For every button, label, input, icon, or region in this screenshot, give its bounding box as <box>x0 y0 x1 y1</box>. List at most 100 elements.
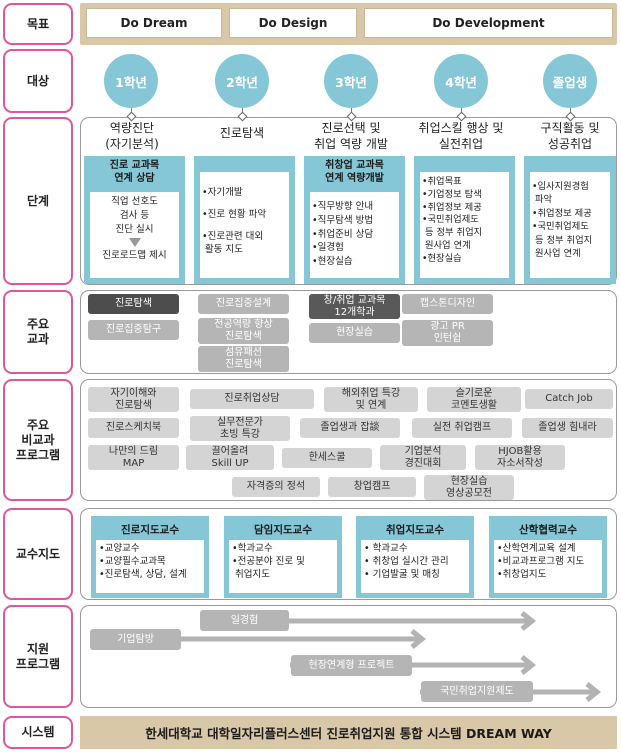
support-pill-national-employment: 국민취업지원제도 <box>421 681 533 702</box>
card-line: 직업 선호도 <box>111 196 158 207</box>
program-pill: 해외취업 특강 및 연계 <box>324 387 418 412</box>
program-pill: 졸업생 힘내라 <box>522 418 613 438</box>
target-circle-year1: 1학년 <box>104 54 158 108</box>
card-line: 진로로드맵 제시 <box>102 250 167 262</box>
stage-card-body: •취업목표 •기업정보 탐색 •취업정보 제공 •국민취업제도 등 정부 취업지… <box>420 172 509 278</box>
faculty-card-body: •학과교수 •전공분야 진로 및 취업지도 <box>229 540 337 593</box>
stage-card-body: •직무방향 안내 •직무탐색 방법 •취업준비 상담 •일경험 •현장실습 <box>310 192 399 278</box>
card-line: •현장실습 <box>422 252 462 264</box>
side-label-nonmajor-programs: 주요 비교과 프로그램 <box>3 379 73 501</box>
stage-card-2: •자기개발 •진로 현황 파악 •진로관련 대외 활동 지도 <box>194 156 295 284</box>
goal-do-development: Do Development <box>364 8 613 38</box>
program-pill: 끌어올려 Skill UP <box>186 445 274 470</box>
card-line: •입사지원경험 <box>532 181 589 192</box>
stage-title-5: 구직활동 및 성공취업 <box>540 121 600 151</box>
stage-card-4: •취업목표 •기업정보 탐색 •취업정보 제공 •국민취업제도 등 정부 취업지… <box>414 156 515 284</box>
target-circle-year2: 2학년 <box>215 54 269 108</box>
target-circle-year3: 3학년 <box>324 54 378 108</box>
faculty-line: • 취창업 실시간 관리 <box>364 555 449 567</box>
card-line: 파악 <box>532 194 553 206</box>
program-pill: 현장실습 영상공모전 <box>424 475 514 500</box>
course-pill: 창/취업 교과목 12개학과 <box>309 294 400 319</box>
side-label-goal: 목표 <box>3 3 73 45</box>
card-line: •진로관련 대외 <box>202 230 264 242</box>
card-line <box>202 222 287 230</box>
course-pill: 섬유패션 진로탐색 <box>198 346 289 372</box>
faculty-card-career: 진로지도교수 •교양교수 •교양필수교과목 •진로탐색, 상담, 설계 <box>91 516 209 598</box>
card-line: •진로 현황 파악 <box>202 208 267 220</box>
program-pill: 자기이해와 진로탐색 <box>88 387 179 412</box>
stage-card-3: 취창업 교과목 연계 역량개발 •직무방향 안내 •직무탐색 방법 •취업준비 … <box>304 156 405 284</box>
stage-card-5: •입사지원경험 파악 •취업정보 제공 •국민취업제도 등 정부 취업지 원사업… <box>524 156 616 284</box>
faculty-line: •비교과프로그램 지도 <box>497 555 585 567</box>
card-line <box>202 200 287 208</box>
stage-card-heading: 진로 교과목 연계 상담 <box>109 160 160 184</box>
program-pill: 슬기로운 코멘토생활 <box>427 387 521 412</box>
faculty-card-body: •교양교수 •교양필수교과목 •진로탐색, 상담, 설계 <box>96 540 204 593</box>
side-label-stage: 단계 <box>3 117 73 285</box>
side-label-major-courses: 주요 교과 <box>3 290 73 374</box>
card-line: •취업정보 제공 <box>422 201 482 213</box>
faculty-line: •학과교수 <box>232 543 273 554</box>
faculty-line: • 학과교수 <box>364 543 408 554</box>
program-pill: 진로스케치북 <box>88 418 179 438</box>
faculty-card-homeroom: 담임지도교수 •학과교수 •전공분야 진로 및 취업지도 <box>224 516 342 598</box>
program-pill: 기업분석 경진대회 <box>380 445 466 470</box>
system-bar: 한세대학교 대학일자리플러스센터 진로취업지원 통합 시스템 DREAM WAY <box>80 716 617 749</box>
card-line: •국민취업제도 <box>422 214 479 226</box>
faculty-card-body: •산학연계교육 설계 •비교과프로그램 지도 •취창업지도 <box>494 540 602 593</box>
card-line: 등 정부 취업지 <box>532 234 593 246</box>
course-pill: 진로탐색 <box>88 294 179 314</box>
program-pill: 창업캠프 <box>328 477 416 497</box>
stage-card-body: •자기개발 •진로 현황 파악 •진로관련 대외 활동 지도 <box>200 172 289 278</box>
faculty-line: •진로탐색, 상담, 설계 <box>99 568 187 580</box>
faculty-card-employment: 취업지도교수 • 학과교수 • 취창업 실시간 관리 • 기업발굴 및 매칭 <box>356 516 474 598</box>
faculty-line: •교양교수 <box>99 543 140 554</box>
card-line: 검사 등 <box>119 209 150 221</box>
card-line: •취업목표 <box>422 176 462 187</box>
program-pill: 자격증의 정석 <box>232 477 320 497</box>
card-line: •취업정보 제공 <box>532 207 592 219</box>
faculty-card-heading: 취업지도교수 <box>386 524 444 536</box>
stage-card-body: 직업 선호도 검사 등 진단 실시 진로로드맵 제시 <box>90 192 179 278</box>
program-pill: 실전 취업캠프 <box>412 418 512 438</box>
faculty-line: •산학연계교육 설계 <box>497 543 576 554</box>
faculty-line: •취창업지도 <box>497 568 547 580</box>
card-line: •일경험 <box>312 242 344 254</box>
support-pill-work-experience: 일경험 <box>200 610 289 631</box>
card-line: •직무방향 안내 <box>312 201 374 212</box>
faculty-card-body: • 학과교수 • 취창업 실시간 관리 • 기업발굴 및 매칭 <box>361 540 469 593</box>
stage-title-3: 진로선택 및 취업 역량 개발 <box>314 121 388 151</box>
faculty-card-heading: 진로지도교수 <box>121 524 179 536</box>
card-line: 원사업 연계 <box>422 240 471 252</box>
card-line: •현장실습 <box>312 256 353 268</box>
goal-do-dream: Do Dream <box>86 8 222 38</box>
course-pill: 광고 PR 인턴쉽 <box>402 320 493 346</box>
course-pill: 진로집중탐구 <box>88 320 179 340</box>
program-pill: Catch Job <box>525 389 613 409</box>
card-line: •국민취업제도 <box>532 221 589 233</box>
program-pill: 실무전문가 초빙 특강 <box>190 416 290 441</box>
course-pill: 전공역량 향상 진로탐색 <box>198 318 289 344</box>
card-line: 원사업 연계 <box>532 248 581 260</box>
side-label-support: 지원 프로그램 <box>3 605 73 708</box>
stage-card-body: •입사지원경험 파악 •취업정보 제공 •국민취업제도 등 정부 취업지 원사업… <box>530 172 610 278</box>
course-pill: 현장실습 <box>309 323 400 343</box>
card-line: •자기개발 <box>202 187 243 198</box>
faculty-line: •전공분야 진로 및 <box>232 555 305 567</box>
faculty-card-heading: 산학협력교수 <box>519 524 577 536</box>
target-circle-year4: 4학년 <box>434 54 488 108</box>
faculty-line: • 기업발굴 및 매칭 <box>364 568 440 580</box>
faculty-line: 취업지도 <box>232 568 270 580</box>
card-line: 등 정부 취업지 <box>422 227 483 239</box>
support-pill-field-project: 현장연계형 프로젝트 <box>291 655 412 676</box>
faculty-card-heading: 담임지도교수 <box>254 524 312 536</box>
faculty-line: •교양필수교과목 <box>99 555 166 567</box>
program-pill: 졸업생과 잡談 <box>300 418 400 438</box>
card-line: •취업준비 상담 <box>312 228 374 240</box>
program-pill: 진로취업상담 <box>190 389 314 409</box>
card-line: •기업정보 탐색 <box>422 188 482 200</box>
program-pill: 한세스쿨 <box>282 448 372 468</box>
card-line: •직무탐색 방법 <box>312 214 374 226</box>
target-circle-graduate: 졸업생 <box>543 54 597 108</box>
